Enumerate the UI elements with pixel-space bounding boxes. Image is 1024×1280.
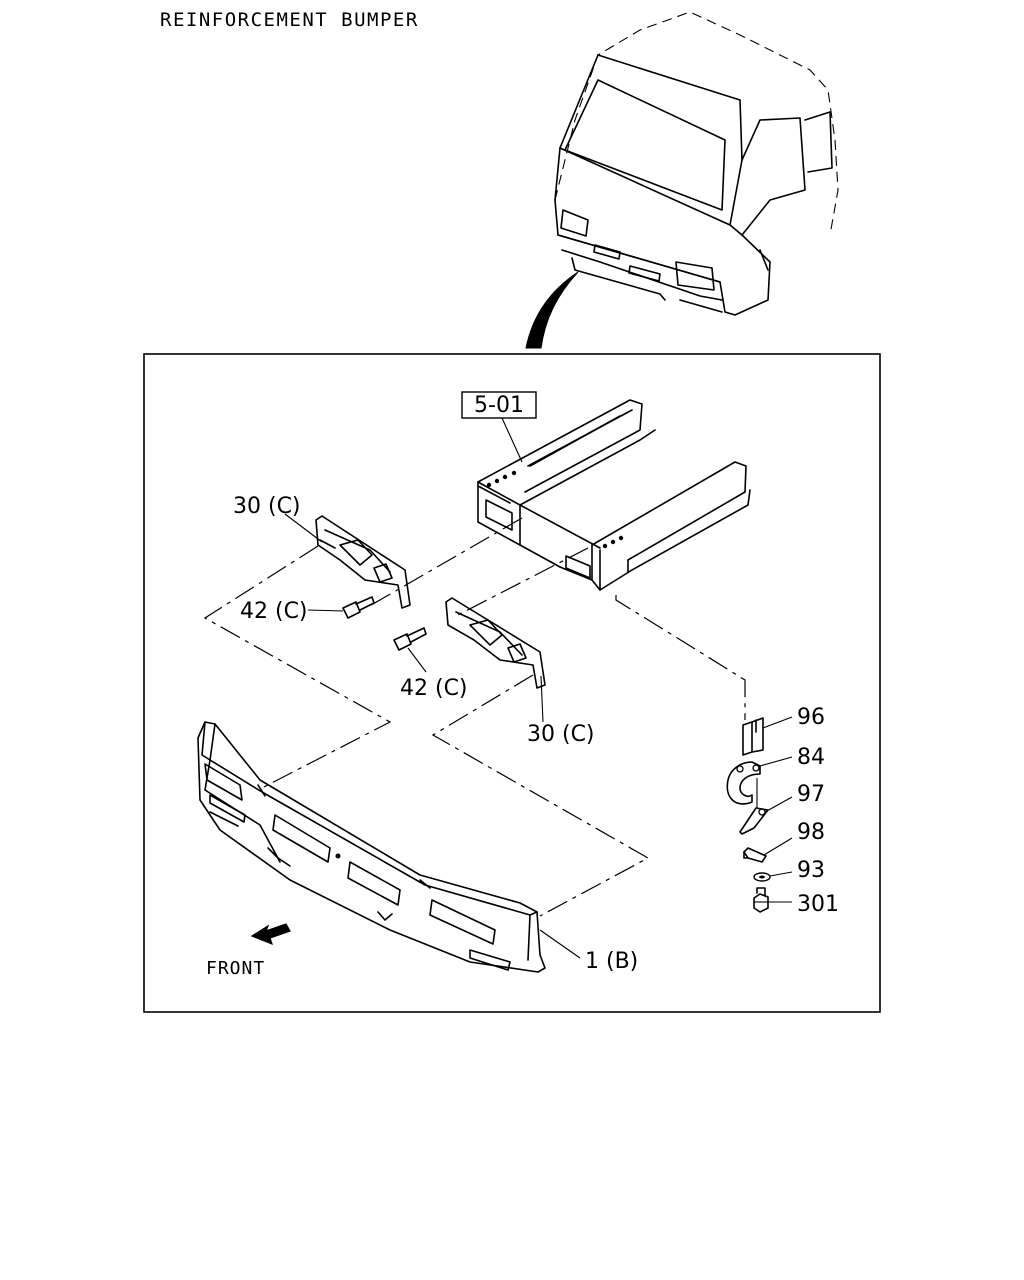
label-30c-upper: 30 (C) <box>233 494 301 519</box>
part-84 <box>726 761 761 805</box>
label-30c-lower: 30 (C) <box>527 722 595 747</box>
truck-cab-icon <box>554 11 839 316</box>
front-bumper <box>197 721 546 973</box>
label-98: 98 <box>797 820 825 845</box>
part-301 <box>753 887 769 913</box>
bumper-bracket-left <box>315 515 411 609</box>
detail-frame <box>143 353 881 1013</box>
zoom-arrow <box>525 271 579 349</box>
front-label: FRONT <box>206 958 265 979</box>
hardware-stack: 96 84 97 98 93 <box>726 705 839 917</box>
part-98 <box>743 847 767 863</box>
label-1b: 1 (B) <box>585 949 638 974</box>
label-96: 96 <box>797 705 825 730</box>
alignment-lines <box>203 517 746 917</box>
front-arrow-icon <box>250 923 291 946</box>
label-301: 301 <box>797 892 839 917</box>
bolt-left <box>342 596 375 619</box>
label-84: 84 <box>797 745 825 770</box>
label-42c-right: 42 (C) <box>400 676 468 701</box>
bolt-right <box>393 627 427 651</box>
part-96 <box>742 717 764 756</box>
label-93: 93 <box>797 858 825 883</box>
page-title: REINFORCEMENT BUMPER <box>160 9 419 31</box>
bumper-bracket-right <box>445 597 546 689</box>
frame-ref-label: 5-01 <box>474 393 524 418</box>
chassis-frame: 5-01 <box>461 391 751 591</box>
frame-ref-box <box>461 391 537 419</box>
part-97 <box>739 807 769 835</box>
label-42c-left: 42 (C) <box>240 599 308 624</box>
label-97: 97 <box>797 782 825 807</box>
part-93 <box>753 872 771 882</box>
